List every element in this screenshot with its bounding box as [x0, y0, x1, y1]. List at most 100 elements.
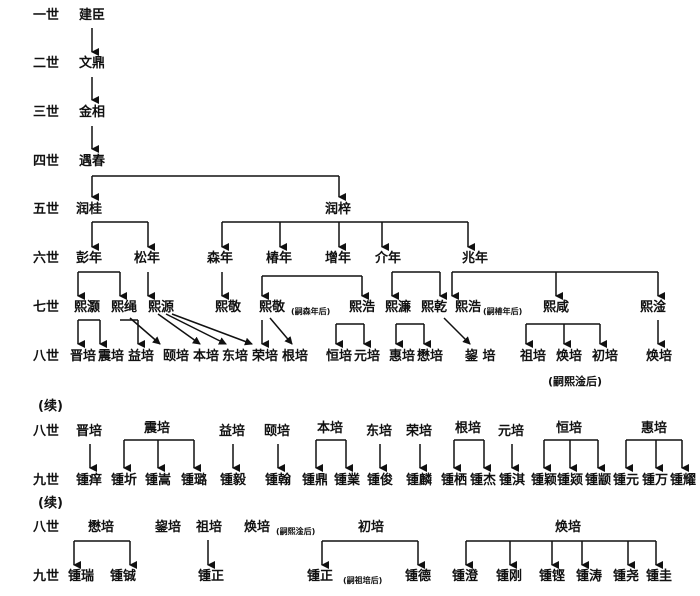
s2-g9-12: 锺淇: [499, 473, 526, 488]
s2-g9-11: 锺杰: [470, 473, 497, 488]
s2-g9-1: 锺圻: [111, 473, 138, 488]
s3-zupei: 祖培: [196, 520, 223, 535]
node-xisheng: 熙绳: [111, 300, 138, 315]
s2-yuanpei: 元培: [498, 424, 525, 439]
gen-label-8b: 八世: [33, 424, 60, 439]
node-jianchen: 建臣: [79, 8, 106, 23]
node-dongpei: 东培: [222, 349, 249, 364]
s2-g9-2: 锺嵩: [145, 473, 172, 488]
s2-g9-5: 锺翰: [265, 473, 292, 488]
node-zupei: 祖培: [520, 349, 547, 364]
gen-label-8c: 八世: [33, 520, 60, 535]
s2-g9-17: 锺万: [642, 473, 669, 488]
s2-dongpei: 东培: [366, 424, 393, 439]
node-yipei: 益培: [128, 349, 155, 364]
s3-g9-2: 锺正: [198, 569, 225, 584]
s3-g9-11: 锺圭: [646, 569, 673, 584]
s2-zhenpei: 震培: [144, 421, 171, 436]
node-sennian: 森年: [207, 251, 234, 266]
s3-g9-0: 锺瑞: [68, 569, 95, 584]
s3-g9-5: 锺德: [405, 569, 432, 584]
s2-g9-10: 锺栖: [441, 473, 468, 488]
s3-huanpei-2: 焕培: [555, 520, 582, 535]
s2-rongpei: 荣培: [406, 424, 433, 439]
gen-label-8: 八世: [33, 349, 60, 364]
note-si-chunnian: (嗣椿年后): [483, 307, 523, 316]
s3-g9-7: 锺刚: [496, 569, 523, 584]
node-songnian: 松年: [134, 251, 161, 266]
s3-chupei: 初培: [358, 520, 385, 535]
node-zhenpei: 震培: [98, 349, 125, 364]
s2-g9-18: 锺耀: [670, 473, 697, 488]
node-jinpei: 晋培: [70, 349, 97, 364]
s2-g9-3: 锺璐: [181, 473, 208, 488]
s2-huipei: 惠培: [641, 421, 668, 436]
node-runzi: 润梓: [325, 202, 352, 217]
s3-g9-10: 锺尧: [613, 569, 640, 584]
gen-label-7: 七世: [33, 300, 60, 315]
gen-label-9: 九世: [33, 473, 60, 488]
gen-label-6: 六世: [33, 251, 60, 266]
gen-label-4: 四世: [33, 154, 60, 169]
s2-genpei: 根培: [455, 421, 482, 436]
s3-huanpei: 焕培: [244, 520, 271, 535]
node-pengnian: 彭年: [76, 251, 103, 266]
node-xiyuan: 熙源: [148, 300, 175, 315]
s2-yipei: 益培: [219, 424, 246, 439]
node-xihao: 熙灏: [74, 300, 101, 315]
node-jinxiang: 金相: [79, 105, 106, 120]
node-maopei: 懋培: [417, 349, 444, 364]
node-rongpei: 荣培: [252, 349, 279, 364]
node-chupei: 初培: [592, 349, 619, 364]
node-runkui: 润桂: [76, 202, 103, 217]
s3-note-si-zupei: (嗣祖培后): [343, 576, 383, 585]
s2-g9-4: 锺毅: [220, 473, 247, 488]
note-si-sennian: (嗣森年后): [291, 307, 331, 316]
s3-maopei: 懋培: [88, 520, 115, 535]
node-yipei-2: 颐培: [163, 349, 190, 364]
node-huipei: 惠培: [389, 349, 416, 364]
continued-label-1: (续): [38, 399, 63, 414]
s2-yipei-2: 颐培: [264, 424, 291, 439]
s2-g9-14: 锺颎: [557, 473, 584, 488]
node-xijing-2: 熙敬: [259, 300, 286, 315]
node-huanpei-2: 焕培: [646, 349, 673, 364]
node-xijing-1: 熙敬: [215, 300, 242, 315]
gen-label-5: 五世: [33, 202, 60, 217]
node-yuchun: 遇春: [79, 154, 106, 169]
node-wending: 文鼎: [79, 56, 106, 71]
node-yuanpei: 元培: [354, 349, 381, 364]
s2-g9-13: 锺颖: [531, 473, 558, 488]
s3-g9-6: 锺澄: [452, 569, 479, 584]
s2-g9-9: 锺麟: [406, 473, 433, 488]
s2-g9-0: 锺痒: [76, 473, 103, 488]
s3-g9-1: 锺铖: [110, 569, 137, 584]
node-xiqian: 熙乾: [421, 300, 448, 315]
node-genpei: 根培: [282, 349, 309, 364]
node-xixian: 熙咸: [543, 300, 570, 315]
s2-benpei: 本培: [317, 421, 344, 436]
gen-label-1: 一世: [33, 8, 60, 23]
node-xihao-3: 熙浩: [455, 300, 482, 315]
gen-label-3: 三世: [33, 105, 60, 120]
s2-g9-6: 锺鼎: [302, 473, 329, 488]
s3-g9-3: 锺正: [307, 569, 334, 584]
note-si-xigan: (嗣熙淦后): [548, 375, 603, 388]
s2-hengpei: 恒培: [556, 421, 583, 436]
node-benpei: 本培: [193, 349, 220, 364]
s2-g9-16: 锺元: [613, 473, 640, 488]
s2-g9-7: 锺業: [334, 473, 361, 488]
node-xihao-2: 熙浩: [349, 300, 376, 315]
node-zengnian: 增年: [325, 251, 352, 266]
node-xilian: 熙濂: [385, 300, 412, 315]
s3-g9-8: 锺铿: [539, 569, 566, 584]
s3-yunpei: 鋆培: [155, 520, 182, 535]
s3-g9-9: 锺涛: [576, 569, 603, 584]
node-jienian: 介年: [375, 251, 402, 266]
s2-jinpei: 晋培: [76, 424, 103, 439]
s3-note-si-xigan: (嗣熙淦后): [276, 527, 316, 536]
node-huanpei: 焕培: [556, 349, 583, 364]
node-chunnian: 椿年: [266, 251, 293, 266]
